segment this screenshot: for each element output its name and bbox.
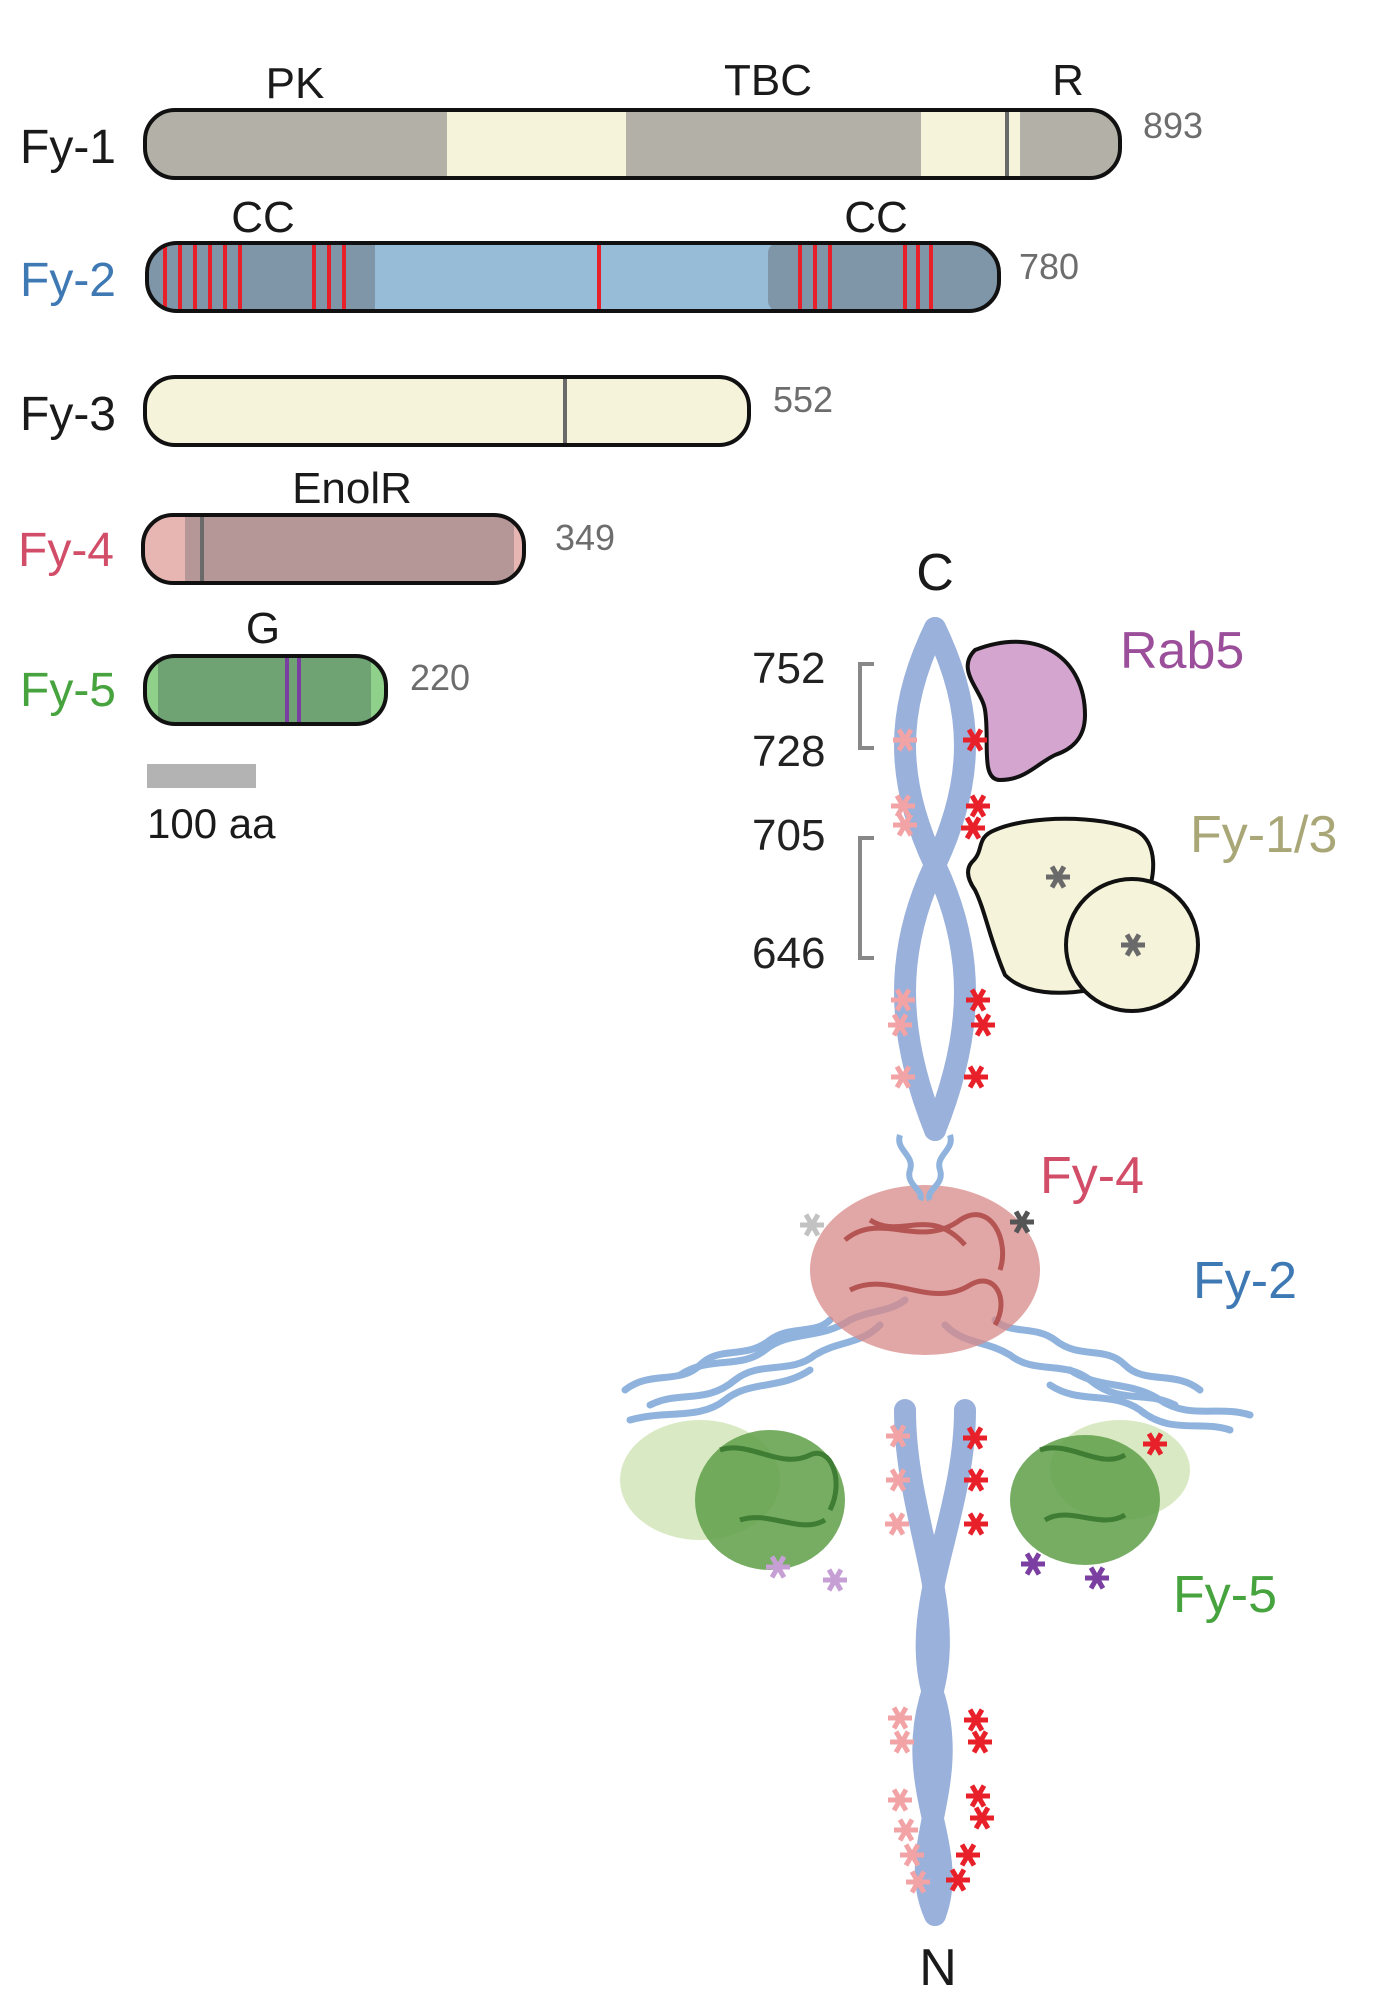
residue-646: 646 bbox=[752, 929, 825, 978]
fy5-bar bbox=[143, 654, 388, 726]
fy1-pk-label: PK bbox=[266, 59, 325, 108]
fy2-cc-domain-right bbox=[768, 243, 999, 311]
fy2-name: Fy-2 bbox=[20, 254, 116, 307]
fy3-name: Fy-3 bbox=[20, 388, 116, 441]
fy4-name: Fy-4 bbox=[18, 524, 114, 577]
fy1-r-domain bbox=[1020, 110, 1120, 178]
fy5-name: Fy-5 bbox=[20, 664, 116, 717]
fy5-length: 220 bbox=[410, 657, 470, 698]
scale-bar-rect bbox=[147, 764, 256, 788]
residue-752: 752 bbox=[752, 644, 825, 693]
fy5-g-label: G bbox=[246, 604, 280, 653]
fy5-ribbon-structure bbox=[620, 1420, 1190, 1570]
model-fy5-label: Fy-5 bbox=[1173, 1566, 1277, 1624]
fy1-row: Fy-1 PK TBC R 893 bbox=[20, 56, 1203, 180]
scale-bar-label: 100 aa bbox=[147, 800, 276, 847]
fy1-tbc-domain bbox=[626, 110, 921, 178]
fy2-row: Fy-2 bbox=[20, 193, 1079, 313]
fy5-g-domain bbox=[158, 656, 371, 724]
residue-705: 705 bbox=[752, 811, 825, 860]
fy1-bar bbox=[143, 108, 1122, 180]
fy2-coiled-coil-upper bbox=[894, 617, 976, 1141]
fy2-cc-right-label: CC bbox=[844, 193, 908, 242]
fy1-tbc-label: TBC bbox=[724, 56, 812, 105]
n-terminus-label: N bbox=[919, 1939, 957, 1993]
fy3-row: Fy-3 552 bbox=[20, 375, 833, 447]
residue-728: 728 bbox=[752, 727, 825, 776]
fy13-label: Fy-1/3 bbox=[1190, 806, 1337, 864]
fy2-mutation-marks bbox=[163, 243, 933, 311]
fy2-bar bbox=[145, 241, 1001, 313]
fy4-bar bbox=[141, 513, 526, 585]
rab5-label: Rab5 bbox=[1120, 622, 1244, 680]
fy2-coiled-coil-lower bbox=[894, 1399, 976, 1926]
residue-ranges: 752 728 705 646 bbox=[752, 644, 874, 978]
model-fy2-label: Fy-2 bbox=[1193, 1252, 1297, 1310]
fy4-row: Fy-4 EnolR 349 bbox=[18, 464, 615, 585]
fy1-r-label: R bbox=[1052, 56, 1084, 105]
fy4-enolr-label: EnolR bbox=[292, 464, 412, 513]
rab5-blob: Rab5 bbox=[965, 622, 1244, 783]
scale-bar: 100 aa bbox=[147, 764, 276, 847]
fy1-name: Fy-1 bbox=[20, 121, 116, 174]
fy4-ribbon-structure bbox=[800, 1134, 1040, 1355]
fy4-enolr-domain bbox=[185, 515, 514, 583]
fy2-cc-left-label: CC bbox=[231, 193, 295, 242]
fy3-length: 552 bbox=[773, 379, 833, 420]
fy1-pk-domain bbox=[145, 110, 447, 178]
fy1-length: 893 bbox=[1143, 105, 1203, 146]
c-terminus-label: C bbox=[916, 544, 954, 602]
fy4-length: 349 bbox=[555, 517, 615, 558]
fy3-bar bbox=[143, 375, 751, 447]
fy2-cc-domain-left bbox=[147, 243, 375, 311]
fy2-length: 780 bbox=[1019, 246, 1079, 287]
fy5-row: Fy-5 G 220 bbox=[20, 604, 470, 726]
fy13-blob: Fy-1/3 bbox=[966, 806, 1337, 1013]
model-fy4-label: Fy-4 bbox=[1040, 1147, 1144, 1205]
